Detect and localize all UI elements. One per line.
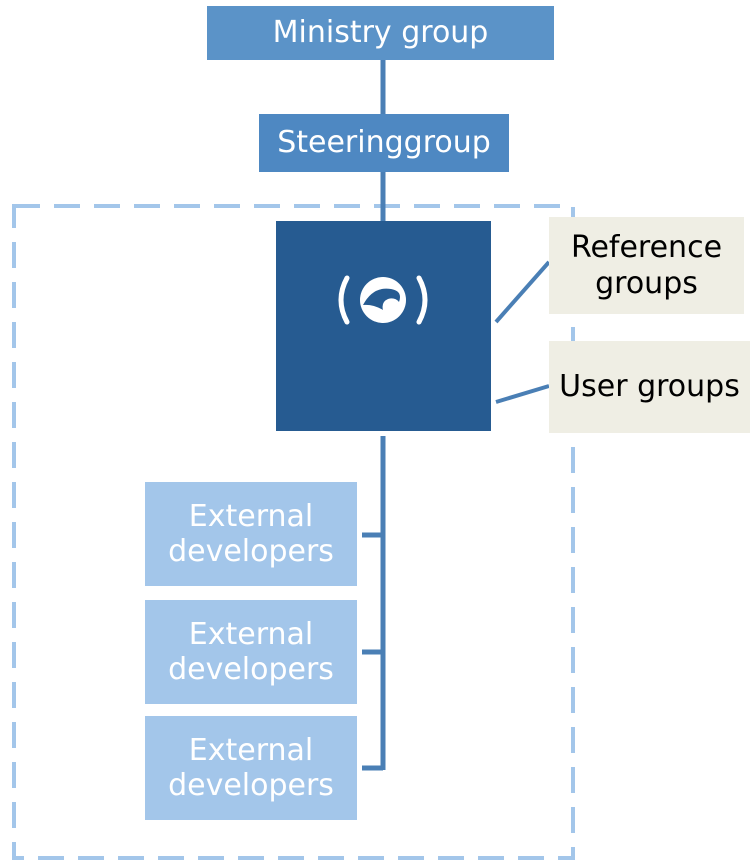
user-groups-label: User groups <box>559 369 740 405</box>
external-developers-box-3: External developers <box>145 716 357 820</box>
external-developers-label: External developers <box>168 498 334 569</box>
reference-groups-label: Reference groups <box>570 230 723 301</box>
ministry-group-label: Ministry group <box>272 15 489 51</box>
external-developers-box-1: External developers <box>145 482 357 586</box>
connector-core-user <box>495 384 550 404</box>
steering-group-box: Steeringgroup <box>259 114 509 172</box>
user-groups-box: User groups <box>549 341 750 433</box>
wave-in-circle-icon <box>338 275 428 325</box>
external-developers-label: External developers <box>168 732 334 803</box>
connector-core-reference <box>494 260 551 324</box>
reference-groups-box: Reference groups <box>549 217 744 314</box>
external-developers-box-2: External developers <box>145 600 357 704</box>
ministry-group-box: Ministry group <box>207 6 554 60</box>
core-organization-box <box>276 221 491 431</box>
external-developers-label: External developers <box>168 616 334 687</box>
steering-group-label: Steeringgroup <box>277 125 491 161</box>
project-boundary-frame <box>12 204 575 860</box>
